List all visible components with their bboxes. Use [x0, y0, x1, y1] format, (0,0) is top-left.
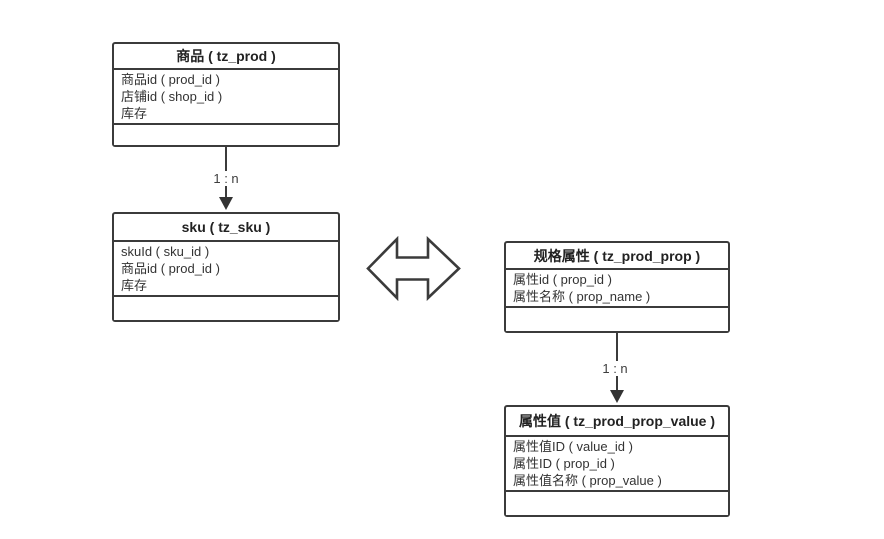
entity-title-tz-prod: 商品 ( tz_prod ): [176, 48, 276, 64]
entity-box-tz-sku: sku ( tz_sku ) skuId ( sku_id ) 商品id ( p…: [112, 212, 340, 322]
entity-box-tz-prod-prop: 规格属性 ( tz_prod_prop ) 属性id ( prop_id ) 属…: [504, 241, 730, 333]
entity-fields-tz-prod-prop: 属性id ( prop_id ) 属性名称 ( prop_name ): [506, 268, 728, 308]
field-row: 属性值名称 ( prop_value ): [513, 473, 662, 488]
field-row: 属性ID ( prop_id ): [513, 456, 615, 471]
field-row: 库存: [121, 278, 148, 293]
entity-fields-tz-sku: skuId ( sku_id ) 商品id ( prod_id ) 库存: [114, 240, 338, 297]
entity-box-tz-prod-prop-value: 属性值 ( tz_prod_prop_value ) 属性值ID ( value…: [504, 405, 730, 517]
field-row: 属性id ( prop_id ): [513, 272, 612, 287]
connector-cardinality-label: 1 : n: [599, 361, 631, 376]
double-arrow-icon: [366, 236, 461, 301]
arrow-down-icon: [219, 197, 233, 210]
field-row: 属性值ID ( value_id ): [513, 439, 633, 454]
entity-empty-compartment: [114, 297, 338, 320]
field-row: 属性名称 ( prop_name ): [513, 289, 651, 304]
entity-empty-compartment: [506, 492, 728, 515]
entity-fields-tz-prod: 商品id ( prod_id ) 店铺id ( shop_id ) 库存: [114, 68, 338, 125]
connector-cardinality-label: 1 : n: [210, 171, 242, 186]
field-row: 商品id ( prod_id ): [121, 72, 220, 87]
field-row: 库存: [121, 106, 148, 121]
entity-title-tz-prod-prop-value: 属性值 ( tz_prod_prop_value ): [518, 413, 716, 429]
entity-title-tz-sku: sku ( tz_sku ): [181, 219, 271, 235]
entity-box-tz-prod: 商品 ( tz_prod ) 商品id ( prod_id ) 店铺id ( s…: [112, 42, 340, 147]
field-row: 店铺id ( shop_id ): [121, 89, 223, 104]
entity-empty-compartment: [114, 125, 338, 145]
entity-fields-tz-prod-prop-value: 属性值ID ( value_id ) 属性ID ( prop_id ) 属性值名…: [506, 435, 728, 492]
entity-empty-compartment: [506, 308, 728, 331]
arrow-down-icon: [610, 390, 624, 403]
entity-title-tz-prod-prop: 规格属性 ( tz_prod_prop ): [533, 247, 701, 264]
field-row: 商品id ( prod_id ): [121, 261, 220, 276]
field-row: skuId ( sku_id ): [121, 244, 210, 259]
